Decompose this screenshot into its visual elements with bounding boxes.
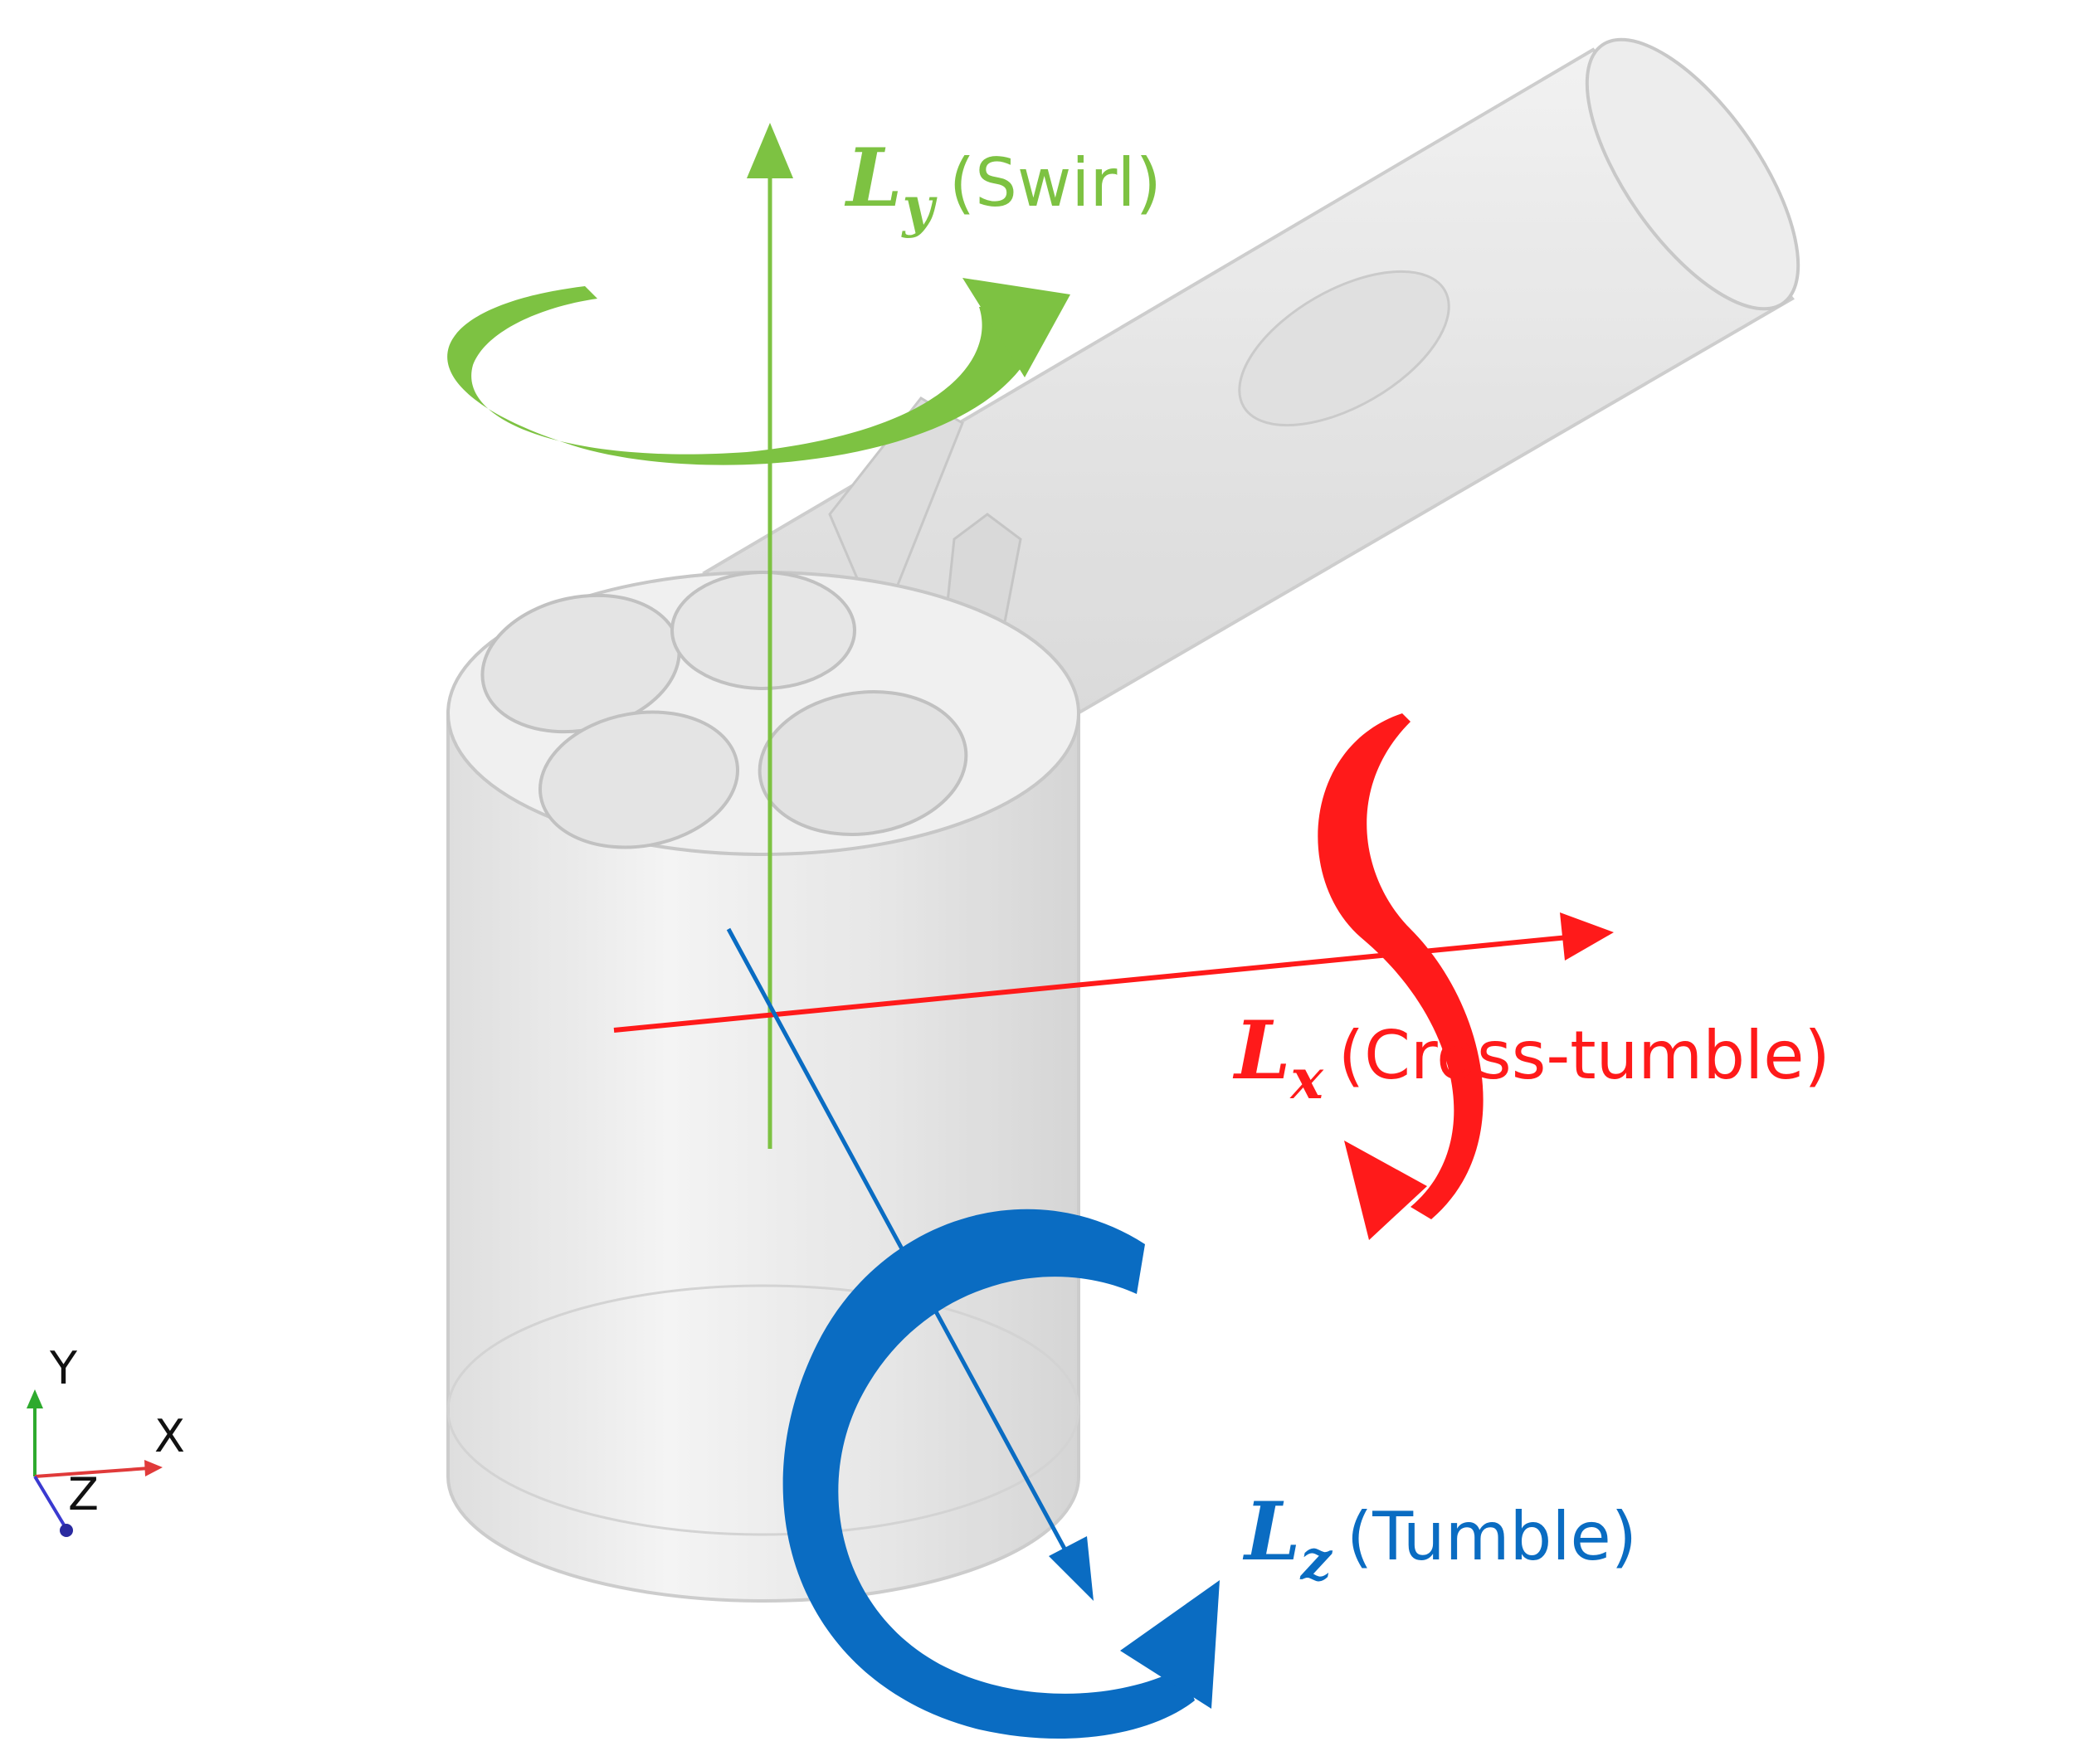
triad-y-label: Y [49, 1342, 78, 1394]
tumble-label: Lz(Tumble) [1242, 1485, 1637, 1593]
triad-z-label: Z [68, 1468, 99, 1520]
swirl-group: Ly(Swirl) [447, 123, 1162, 1149]
cross-tumble-label: Lx(Cross-tumble) [1232, 1004, 1830, 1111]
cylinder-body [446, 712, 1080, 1603]
engine-geometry [446, 37, 1800, 1603]
swirl-rotation-arrow [447, 286, 1038, 465]
tumble-axis-arrowhead [1049, 1536, 1094, 1601]
valve-2 [670, 571, 856, 690]
swirl-label: Ly(Swirl) [844, 131, 1162, 239]
tumble-symbol: L [1242, 1485, 1301, 1578]
cross-tumble-subscript: x [1289, 1047, 1324, 1111]
valve-4 [758, 690, 968, 836]
triad-z-tip [60, 1524, 73, 1537]
valve-3 [538, 710, 739, 849]
swirl-text: (Swirl) [949, 144, 1162, 221]
intake-pipe-mouth [1585, 37, 1800, 311]
tumble-axis-line [726, 927, 1073, 1561]
tumble-rotation-arrow [782, 1209, 1195, 1739]
triad-x-label: X [154, 1410, 185, 1462]
cylinder-bottom [446, 1284, 1080, 1536]
swirl-axis-arrowhead [747, 123, 793, 178]
tumble-subscript: z [1300, 1528, 1333, 1593]
triad-y-arrowhead [27, 1389, 43, 1408]
triad-x-axis [34, 1467, 150, 1478]
cross-tumble-axis-arrowhead [1560, 912, 1614, 961]
swirl-subscript: y [901, 174, 938, 239]
tumble-text: (Tumble) [1347, 1498, 1637, 1575]
triad-x-arrowhead [144, 1460, 163, 1476]
cross-tumble-symbol: L [1232, 1004, 1291, 1097]
triad-z-axis [33, 1475, 66, 1528]
cross-tumble-rotation-arrow [1318, 713, 1484, 1219]
swirl-arrowhead [962, 278, 1070, 377]
throttle-disc [1238, 270, 1450, 427]
cross-tumble-arrowhead [1344, 1141, 1427, 1240]
cross-tumble-text: (Cross-tumble) [1338, 1017, 1830, 1094]
orientation-triad: Y X Z [27, 1342, 185, 1537]
tumble-arrowhead [1120, 1580, 1220, 1709]
tumble-group: Lz(Tumble) [726, 927, 1637, 1739]
swirl-symbol: L [844, 131, 903, 225]
